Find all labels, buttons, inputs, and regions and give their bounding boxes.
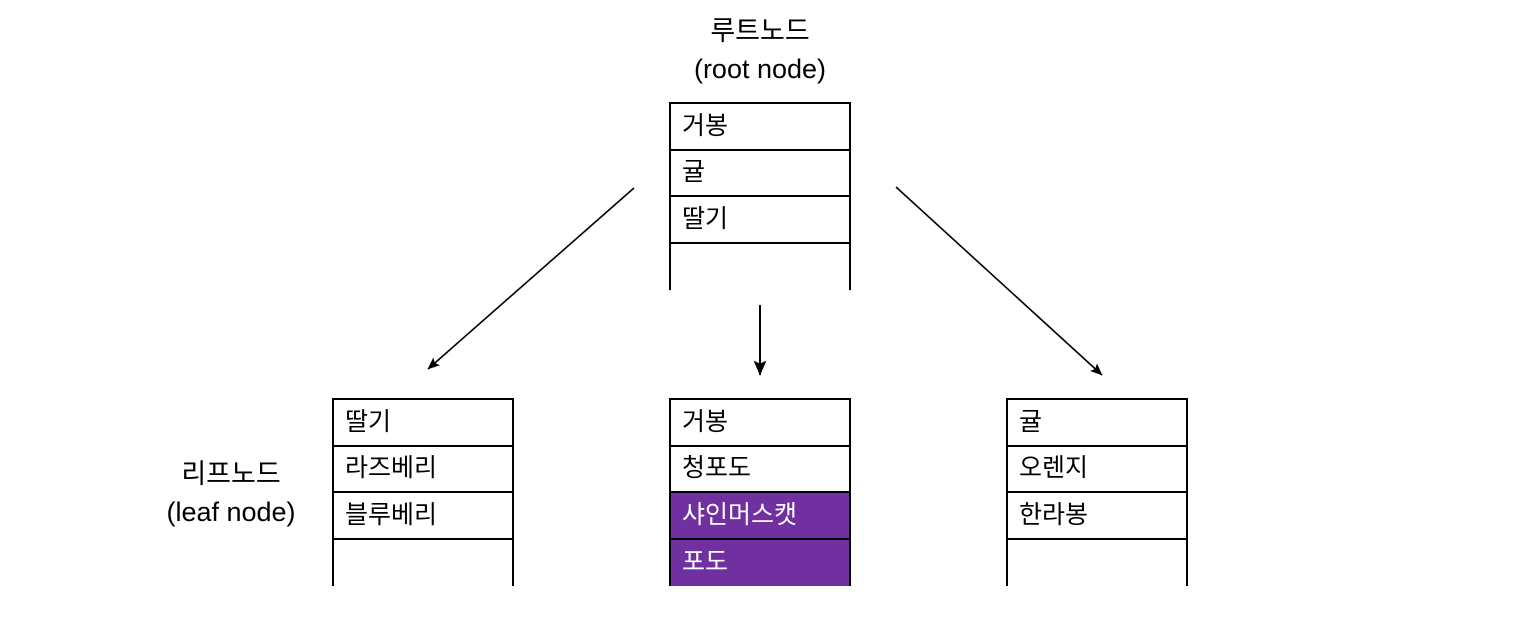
root-caption-korean: 루트노드 bbox=[710, 16, 810, 46]
node-row[interactable]: 거봉 bbox=[671, 104, 849, 151]
root-node-caption: 루트노드 (root node) bbox=[610, 12, 910, 88]
node-row[interactable]: 귤 bbox=[1008, 400, 1186, 447]
leaf-node-caption: 리프노드 (leaf node) bbox=[81, 455, 381, 531]
root-caption-english: (root node) bbox=[693, 54, 827, 84]
node-row[interactable]: 거봉 bbox=[671, 400, 849, 447]
leaf-caption-english: (leaf node) bbox=[166, 497, 296, 527]
node-row[interactable]: 딸기 bbox=[671, 197, 849, 244]
node-row[interactable]: 라즈베리 bbox=[334, 446, 512, 493]
node-row[interactable]: 한라봉 bbox=[1008, 493, 1186, 540]
node-row-empty[interactable] bbox=[1008, 539, 1186, 586]
node-row[interactable]: 포도 bbox=[671, 539, 849, 586]
arrow-root-to-right-leaf bbox=[895, 186, 1103, 376]
node-row[interactable]: 딸기 bbox=[334, 400, 512, 447]
node-row[interactable]: 오렌지 bbox=[1008, 446, 1186, 493]
node-row[interactable]: 블루베리 bbox=[334, 493, 512, 540]
node-row[interactable]: 청포도 bbox=[671, 446, 849, 493]
node-row-empty[interactable] bbox=[671, 243, 849, 290]
node-row[interactable]: 샤인머스캣 bbox=[671, 493, 849, 540]
node-row[interactable]: 귤 bbox=[671, 150, 849, 197]
node-row-empty[interactable] bbox=[334, 539, 512, 586]
leaf-caption-korean: 리프노드 bbox=[181, 459, 281, 489]
arrow-root-to-left-leaf bbox=[427, 187, 635, 370]
